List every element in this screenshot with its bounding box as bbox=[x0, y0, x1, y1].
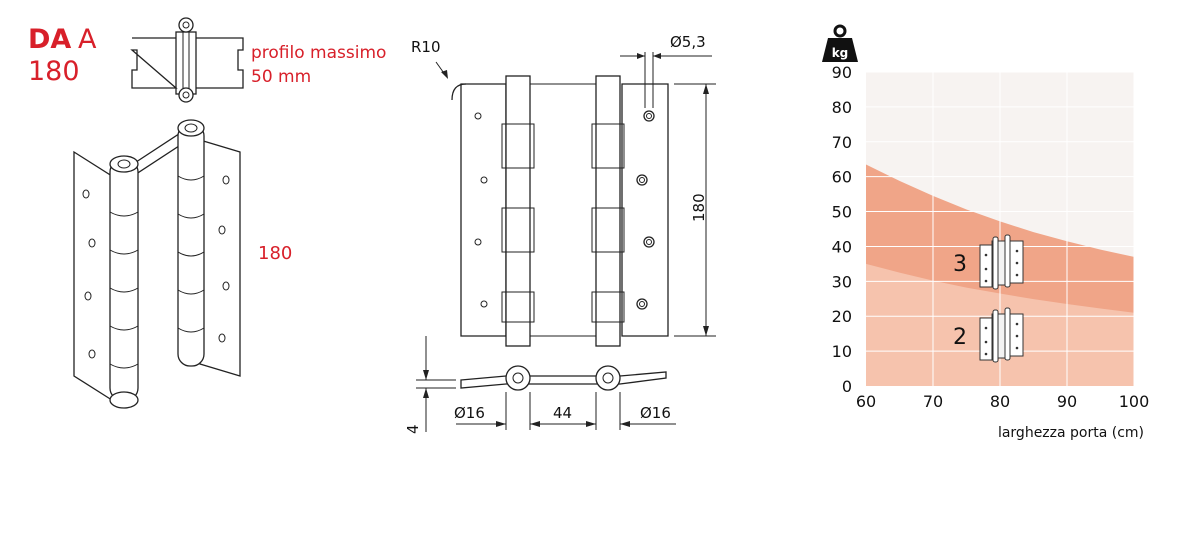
y-tick-label: 20 bbox=[832, 307, 852, 326]
hole-diameter-label: Ø5,3 bbox=[670, 33, 706, 51]
series-label-2: 2 bbox=[953, 325, 967, 350]
radius-label: R10 bbox=[411, 38, 441, 56]
profile-icon bbox=[130, 17, 244, 103]
brand-da: DA bbox=[28, 24, 71, 55]
profile-text-2: 50 mm bbox=[251, 67, 311, 87]
x-tick-label: 100 bbox=[1119, 392, 1150, 411]
series-label-3: 3 bbox=[953, 252, 967, 277]
hinge-icon-3 bbox=[979, 234, 1024, 290]
height-dimension-label: 180 bbox=[690, 193, 708, 222]
y-tick-label: 60 bbox=[832, 168, 852, 187]
y-tick-label: 10 bbox=[832, 342, 852, 361]
y-tick-label: 0 bbox=[842, 377, 852, 396]
thickness-label: 4 bbox=[404, 424, 422, 434]
hinge-height-label: 180 bbox=[258, 243, 292, 264]
profile-text-1: profilo massimo bbox=[251, 43, 386, 63]
x-tick-label: 60 bbox=[856, 392, 876, 411]
kg-icon-text: kg bbox=[832, 46, 849, 60]
technical-drawing bbox=[416, 52, 716, 432]
y-tick-label: 30 bbox=[832, 272, 852, 291]
y-tick-label: 50 bbox=[832, 203, 852, 222]
y-tick-label: 40 bbox=[832, 237, 852, 256]
y-tick-label: 70 bbox=[832, 133, 852, 152]
center-distance-label: 44 bbox=[553, 404, 572, 422]
left-knuckle-label: Ø16 bbox=[454, 404, 485, 422]
weight-kg-icon bbox=[822, 24, 858, 62]
hinge-3d-illustration bbox=[73, 119, 241, 409]
x-axis-label: larghezza porta (cm) bbox=[998, 425, 1144, 441]
right-knuckle-label: Ø16 bbox=[640, 404, 671, 422]
x-tick-label: 90 bbox=[1057, 392, 1077, 411]
x-tick-label: 70 bbox=[923, 392, 943, 411]
model-size: 180 bbox=[28, 56, 80, 87]
brand-letter: A bbox=[78, 24, 97, 55]
y-tick-label: 90 bbox=[832, 63, 852, 82]
x-tick-label: 80 bbox=[990, 392, 1010, 411]
y-tick-label: 80 bbox=[832, 98, 852, 117]
hinge-icon-2 bbox=[979, 307, 1024, 363]
